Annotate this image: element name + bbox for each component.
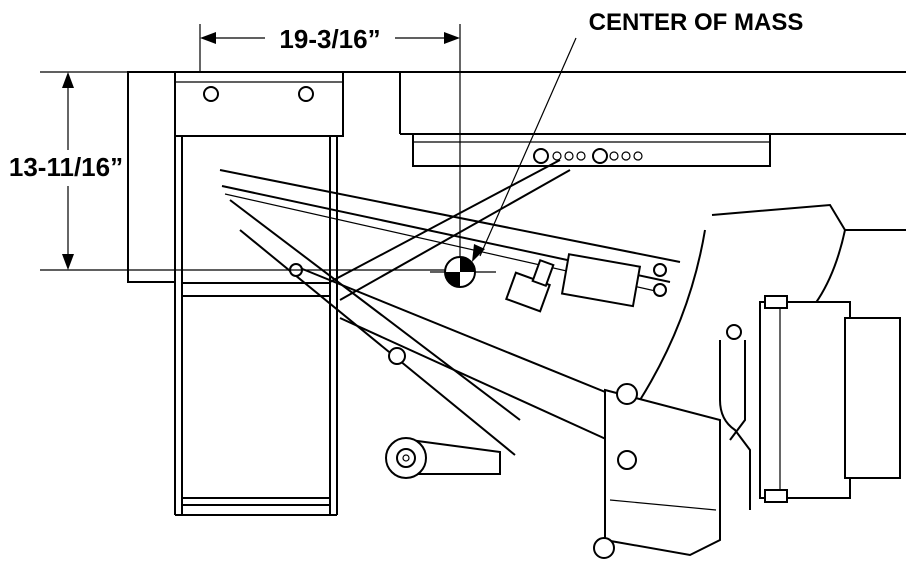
top-beam <box>175 71 906 167</box>
pivot-bracket <box>593 383 721 559</box>
arrowhead-right <box>444 32 460 44</box>
center-of-mass-leader <box>472 37 577 262</box>
arrowhead-up <box>62 72 74 88</box>
lower-arm <box>229 199 621 456</box>
motor-assembly <box>719 295 901 510</box>
actuator-body <box>505 253 642 313</box>
left-column <box>127 71 344 516</box>
caster-wheel <box>385 437 501 479</box>
width-dimension-label: 19-3/16” <box>279 24 380 54</box>
height-dimension <box>40 71 460 271</box>
small-fasteners <box>289 148 667 365</box>
arrowhead-left <box>200 32 216 44</box>
center-of-mass-marker <box>430 256 496 288</box>
arrowhead-down <box>62 254 74 270</box>
leader-arrowhead <box>472 244 485 262</box>
width-dimension <box>199 24 461 270</box>
height-dimension-label: 13-11/16” <box>9 152 123 182</box>
center-of-mass-label: CENTER OF MASS <box>589 9 804 36</box>
